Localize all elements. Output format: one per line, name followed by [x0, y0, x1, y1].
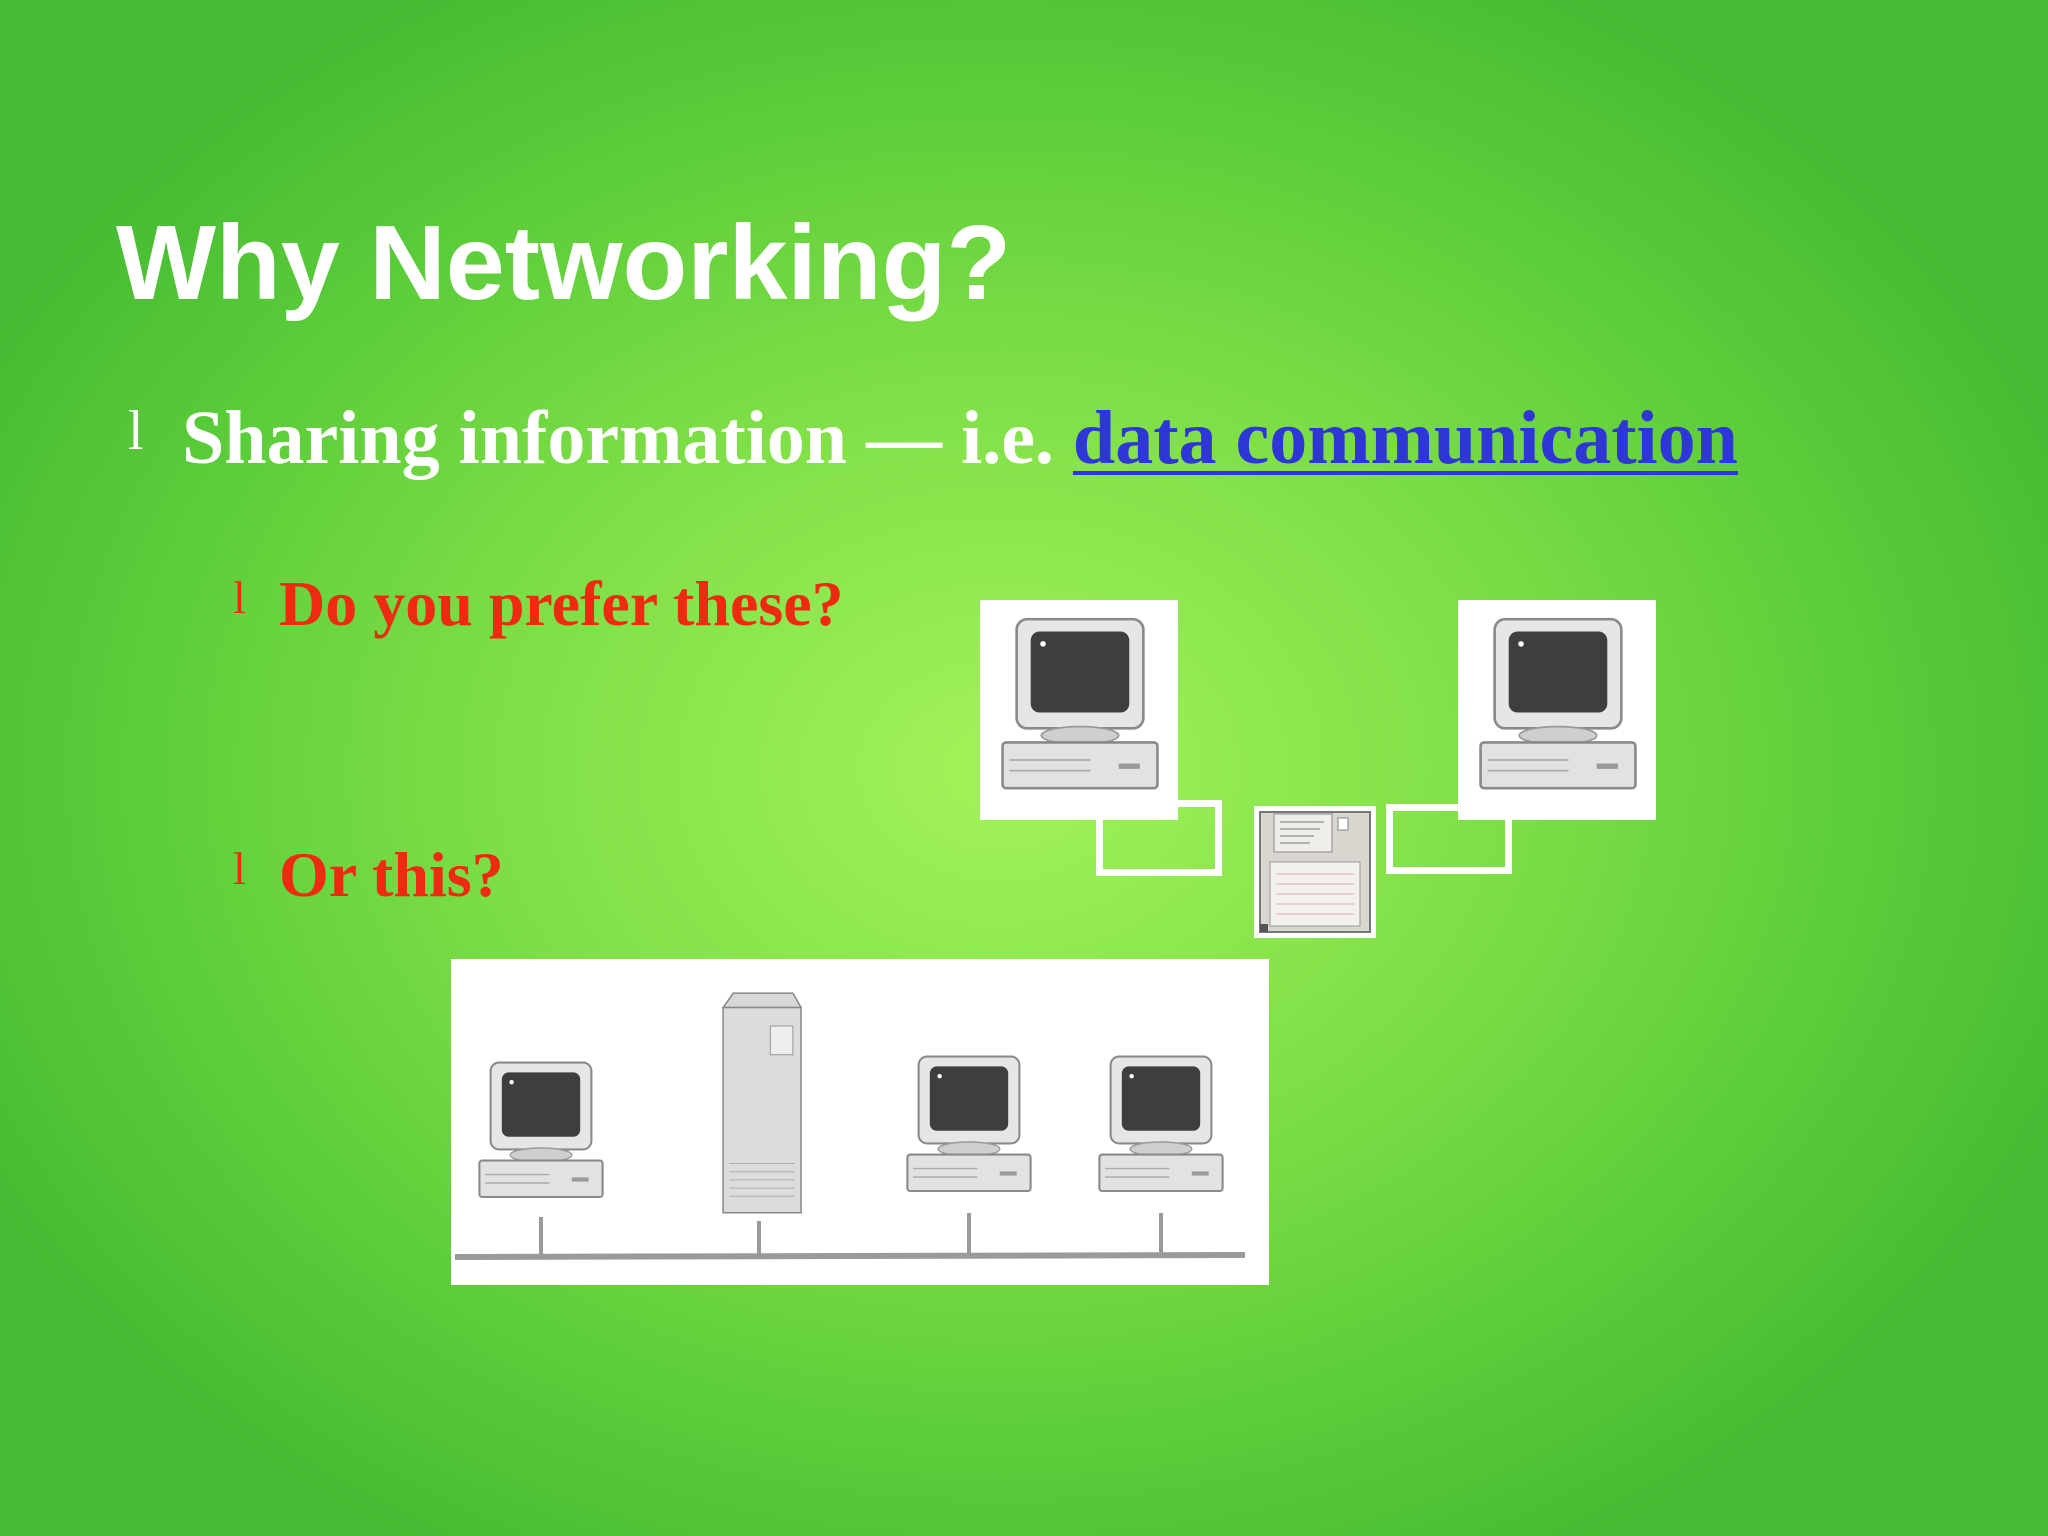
sub-bullet-prefer: l Do you prefer these?: [233, 567, 844, 641]
computer-icon: [1098, 1055, 1224, 1193]
computer-icon: [478, 1061, 604, 1199]
sub-bullet-text: Or this?: [279, 839, 504, 910]
network-cable: [454, 1252, 1246, 1260]
main-bullet: l Sharing information — i.e. data communi…: [128, 395, 1738, 482]
network-diagram: [454, 992, 1246, 1260]
computer-icon: [906, 1055, 1032, 1193]
sub-bullet-text: Do you prefer these?: [279, 568, 844, 639]
bullet-marker: l: [233, 843, 246, 894]
computer-icon: [1001, 617, 1159, 790]
standalone-pc-right: [1458, 600, 1656, 820]
standalone-pc-left: [980, 600, 1178, 820]
data-communication-link[interactable]: data communication: [1072, 396, 1738, 480]
computer-icon: [1479, 617, 1637, 790]
network-illustration: [451, 959, 1269, 1285]
floppy-disk-icon: [1259, 811, 1371, 933]
bullet-marker: l: [233, 572, 246, 623]
sub-bullet-or-this: l Or this?: [233, 838, 504, 912]
server-tower-icon: [722, 992, 802, 1214]
main-bullet-text: Sharing information — i.e.: [182, 396, 1073, 480]
connector-frame-left: [1096, 800, 1222, 876]
bullet-marker: l: [128, 400, 144, 462]
floppy-disk: [1254, 806, 1376, 938]
connector-frame-right: [1386, 804, 1512, 874]
slide-title: Why Networking?: [116, 204, 1012, 322]
